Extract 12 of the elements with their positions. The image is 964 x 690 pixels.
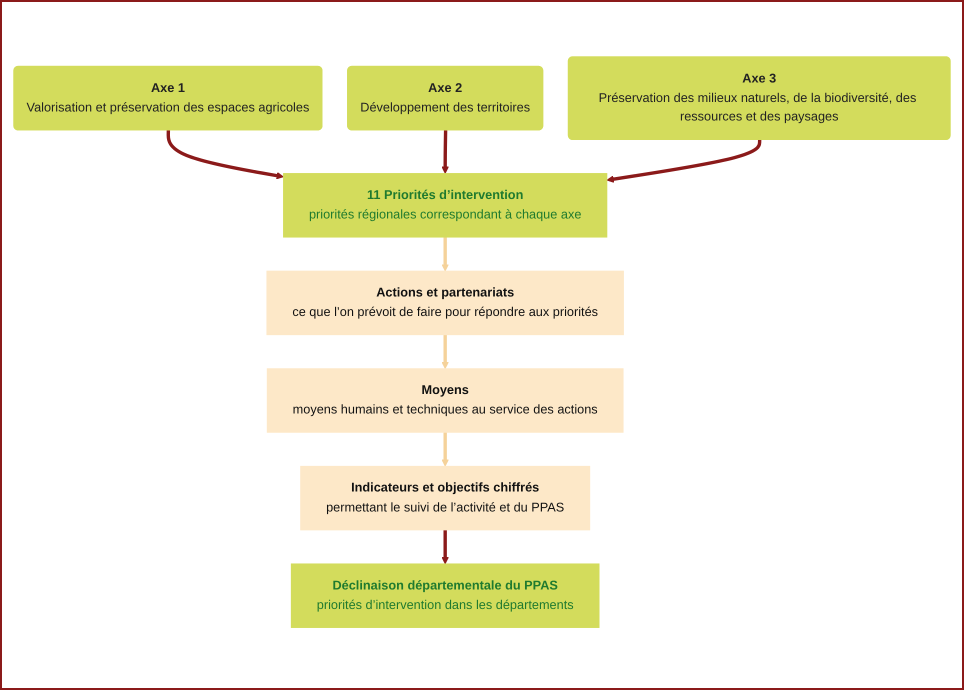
- node-box: 11 Priorités d’intervention priorités régionales correspondant à chaque axe: [283, 173, 608, 238]
- node-box: Déclinaison départementale du PPAS priorités d’intervention dans les départements: [290, 564, 600, 628]
- arrow: [441, 237, 449, 272]
- arrow: [441, 130, 449, 174]
- arrow: [441, 335, 449, 370]
- node-box: Actions et partenariats ce que l’on prévoit de faire pour répondre aux priorités: [266, 271, 624, 336]
- arrow: [441, 530, 449, 565]
- node-box: Indicateurs et objectifs chiffrés permettant le suivi de l’activité et du PPAS: [300, 466, 590, 531]
- arrow: [606, 140, 762, 184]
- node-box: Moyens moyens humains et techniques au service des actions: [266, 368, 624, 434]
- arrow: [166, 130, 284, 180]
- arrow: [441, 432, 449, 467]
